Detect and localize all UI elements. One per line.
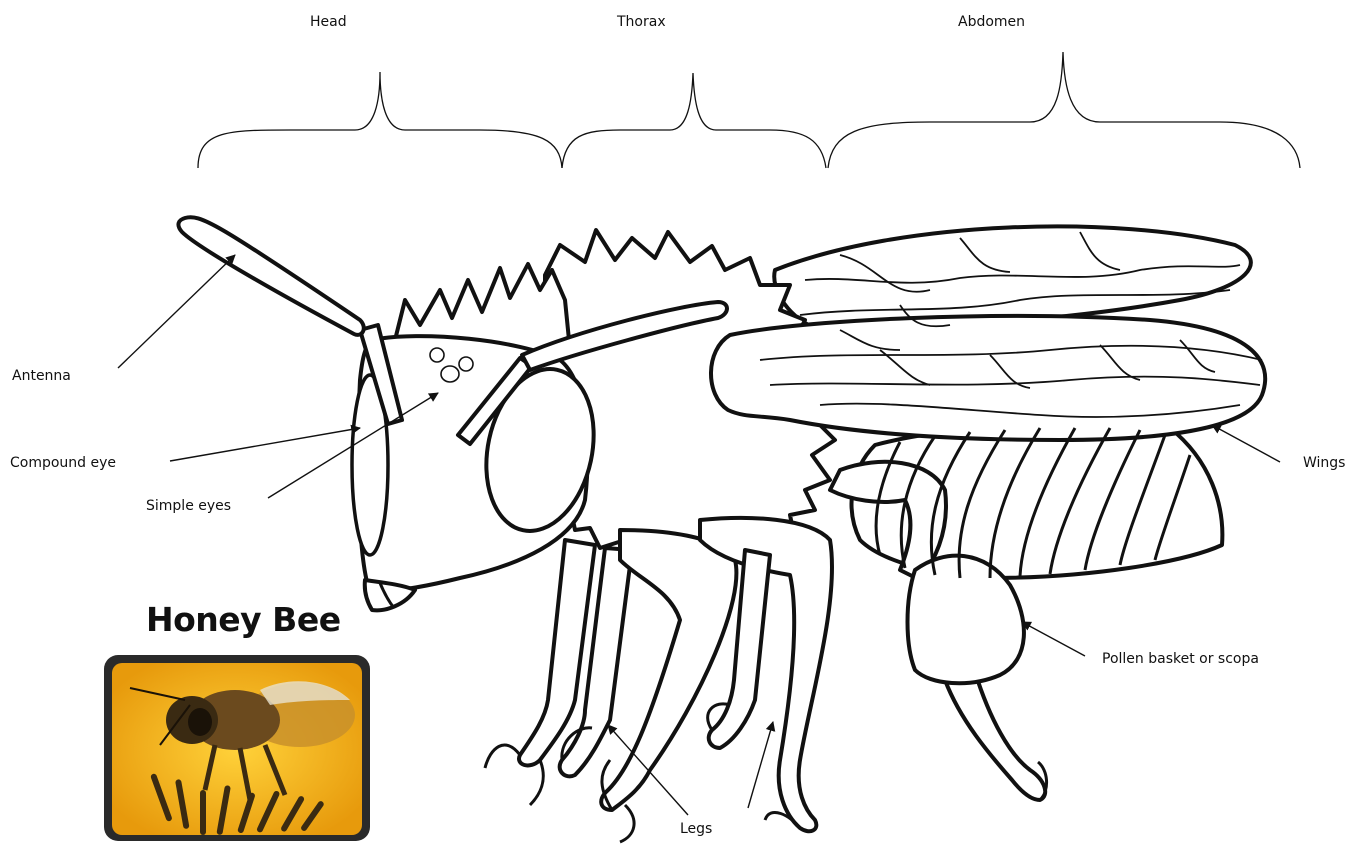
head-label: Head <box>310 15 347 29</box>
legs-pointer-2 <box>748 722 773 808</box>
head-brace <box>198 72 562 168</box>
antenna-label: Antenna <box>12 369 71 383</box>
thorax-brace <box>562 73 826 168</box>
leg-hind-lower <box>945 672 1045 800</box>
photo-card-title: Honey Bee <box>146 600 341 639</box>
legs-label: Legs <box>680 822 712 836</box>
compound-eye-pointer <box>170 428 360 461</box>
honey-bee-photo-card <box>104 655 370 841</box>
ocellus-3 <box>441 366 459 382</box>
wings-pointer <box>1212 425 1280 462</box>
ocellus-1 <box>430 348 444 362</box>
wings-label: Wings <box>1303 456 1345 470</box>
thorax-label: Thorax <box>617 15 666 29</box>
ocellus-2 <box>459 357 473 371</box>
abdomen-brace <box>828 52 1300 168</box>
pollen-basket-label: Pollen basket or scopa <box>1102 652 1259 666</box>
pollen-basket-pointer <box>1022 622 1085 656</box>
antenna-flagellum <box>178 217 363 335</box>
antenna-pointer <box>118 255 235 368</box>
compound-eye-label: Compound eye <box>10 456 116 470</box>
abdomen-label: Abdomen <box>958 15 1025 29</box>
simple-eyes-label: Simple eyes <box>146 499 231 513</box>
